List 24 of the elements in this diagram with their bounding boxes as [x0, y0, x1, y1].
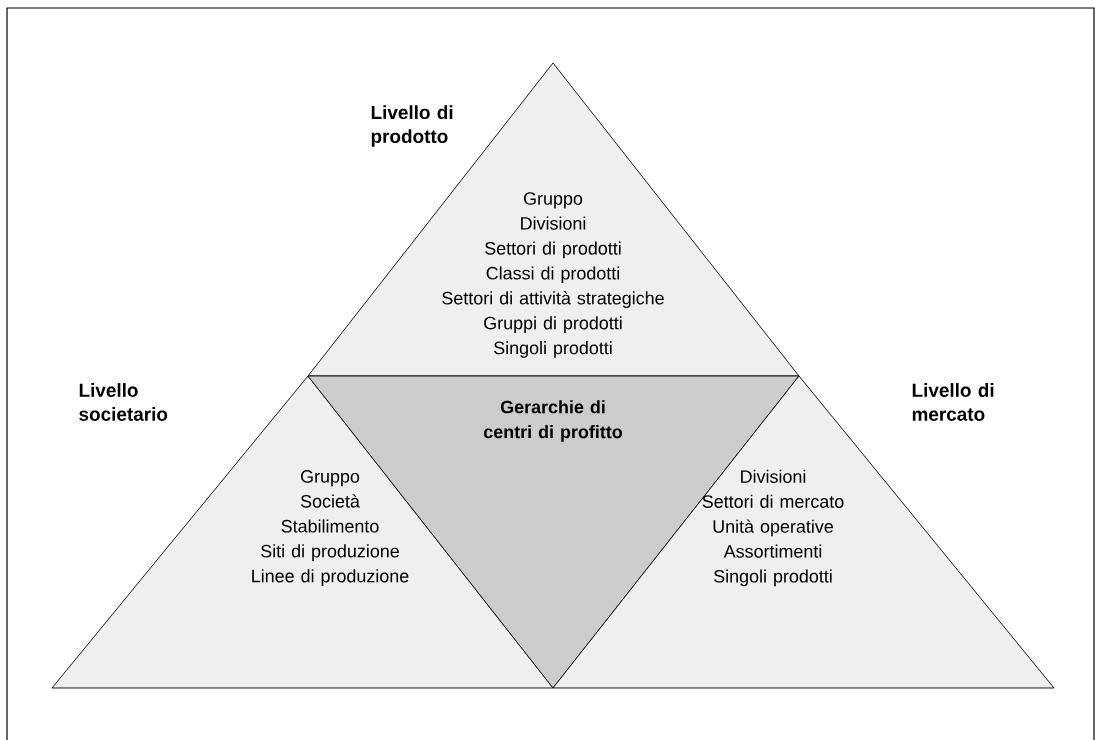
item-list: Divisioni Settori di mercato Unità operative Assortimenti Singoli prodotti	[702, 469, 844, 587]
node-label: Singoli prodotti	[494, 341, 612, 358]
node-label: Linee di produzione	[252, 569, 409, 586]
node-label: Classi di prodotti	[486, 266, 620, 284]
level-heading: Livello di prodotto	[371, 105, 453, 147]
triangle-title: Gerarchie di centri di profitto	[484, 400, 623, 442]
node-label: Gruppo	[524, 192, 583, 209]
node-label: Settori di attività strategiche	[442, 291, 664, 309]
node-label: Settori di mercato	[702, 494, 844, 508]
level-heading: Livello societario	[79, 383, 168, 421]
node-label: Settori di prodotti	[485, 241, 621, 259]
node-label: Stabilimento	[281, 519, 379, 533]
node-label: Gruppo	[301, 470, 360, 487]
level-heading: Livello di mercato	[912, 383, 994, 421]
node-label: Società	[300, 494, 360, 508]
node-label: Divisioni	[741, 469, 806, 483]
node-label: Singoli prodotti	[714, 569, 832, 587]
node-label: Siti di produzione	[261, 544, 399, 562]
node-label: Divisioni	[521, 216, 586, 230]
node-label: Assortimenti	[723, 544, 822, 558]
node-label: Unità operative	[713, 519, 833, 537]
item-list: Gruppo Società Stabilimento Siti di produzione Linee di produzione	[252, 470, 409, 586]
item-list: Gruppo Divisioni Settori di prodotti Classi di prodotti Settori di attività strategiche Gruppi di prodotti Singoli prodotti	[442, 192, 664, 358]
node-label: Gruppi di prodotti	[484, 316, 622, 333]
